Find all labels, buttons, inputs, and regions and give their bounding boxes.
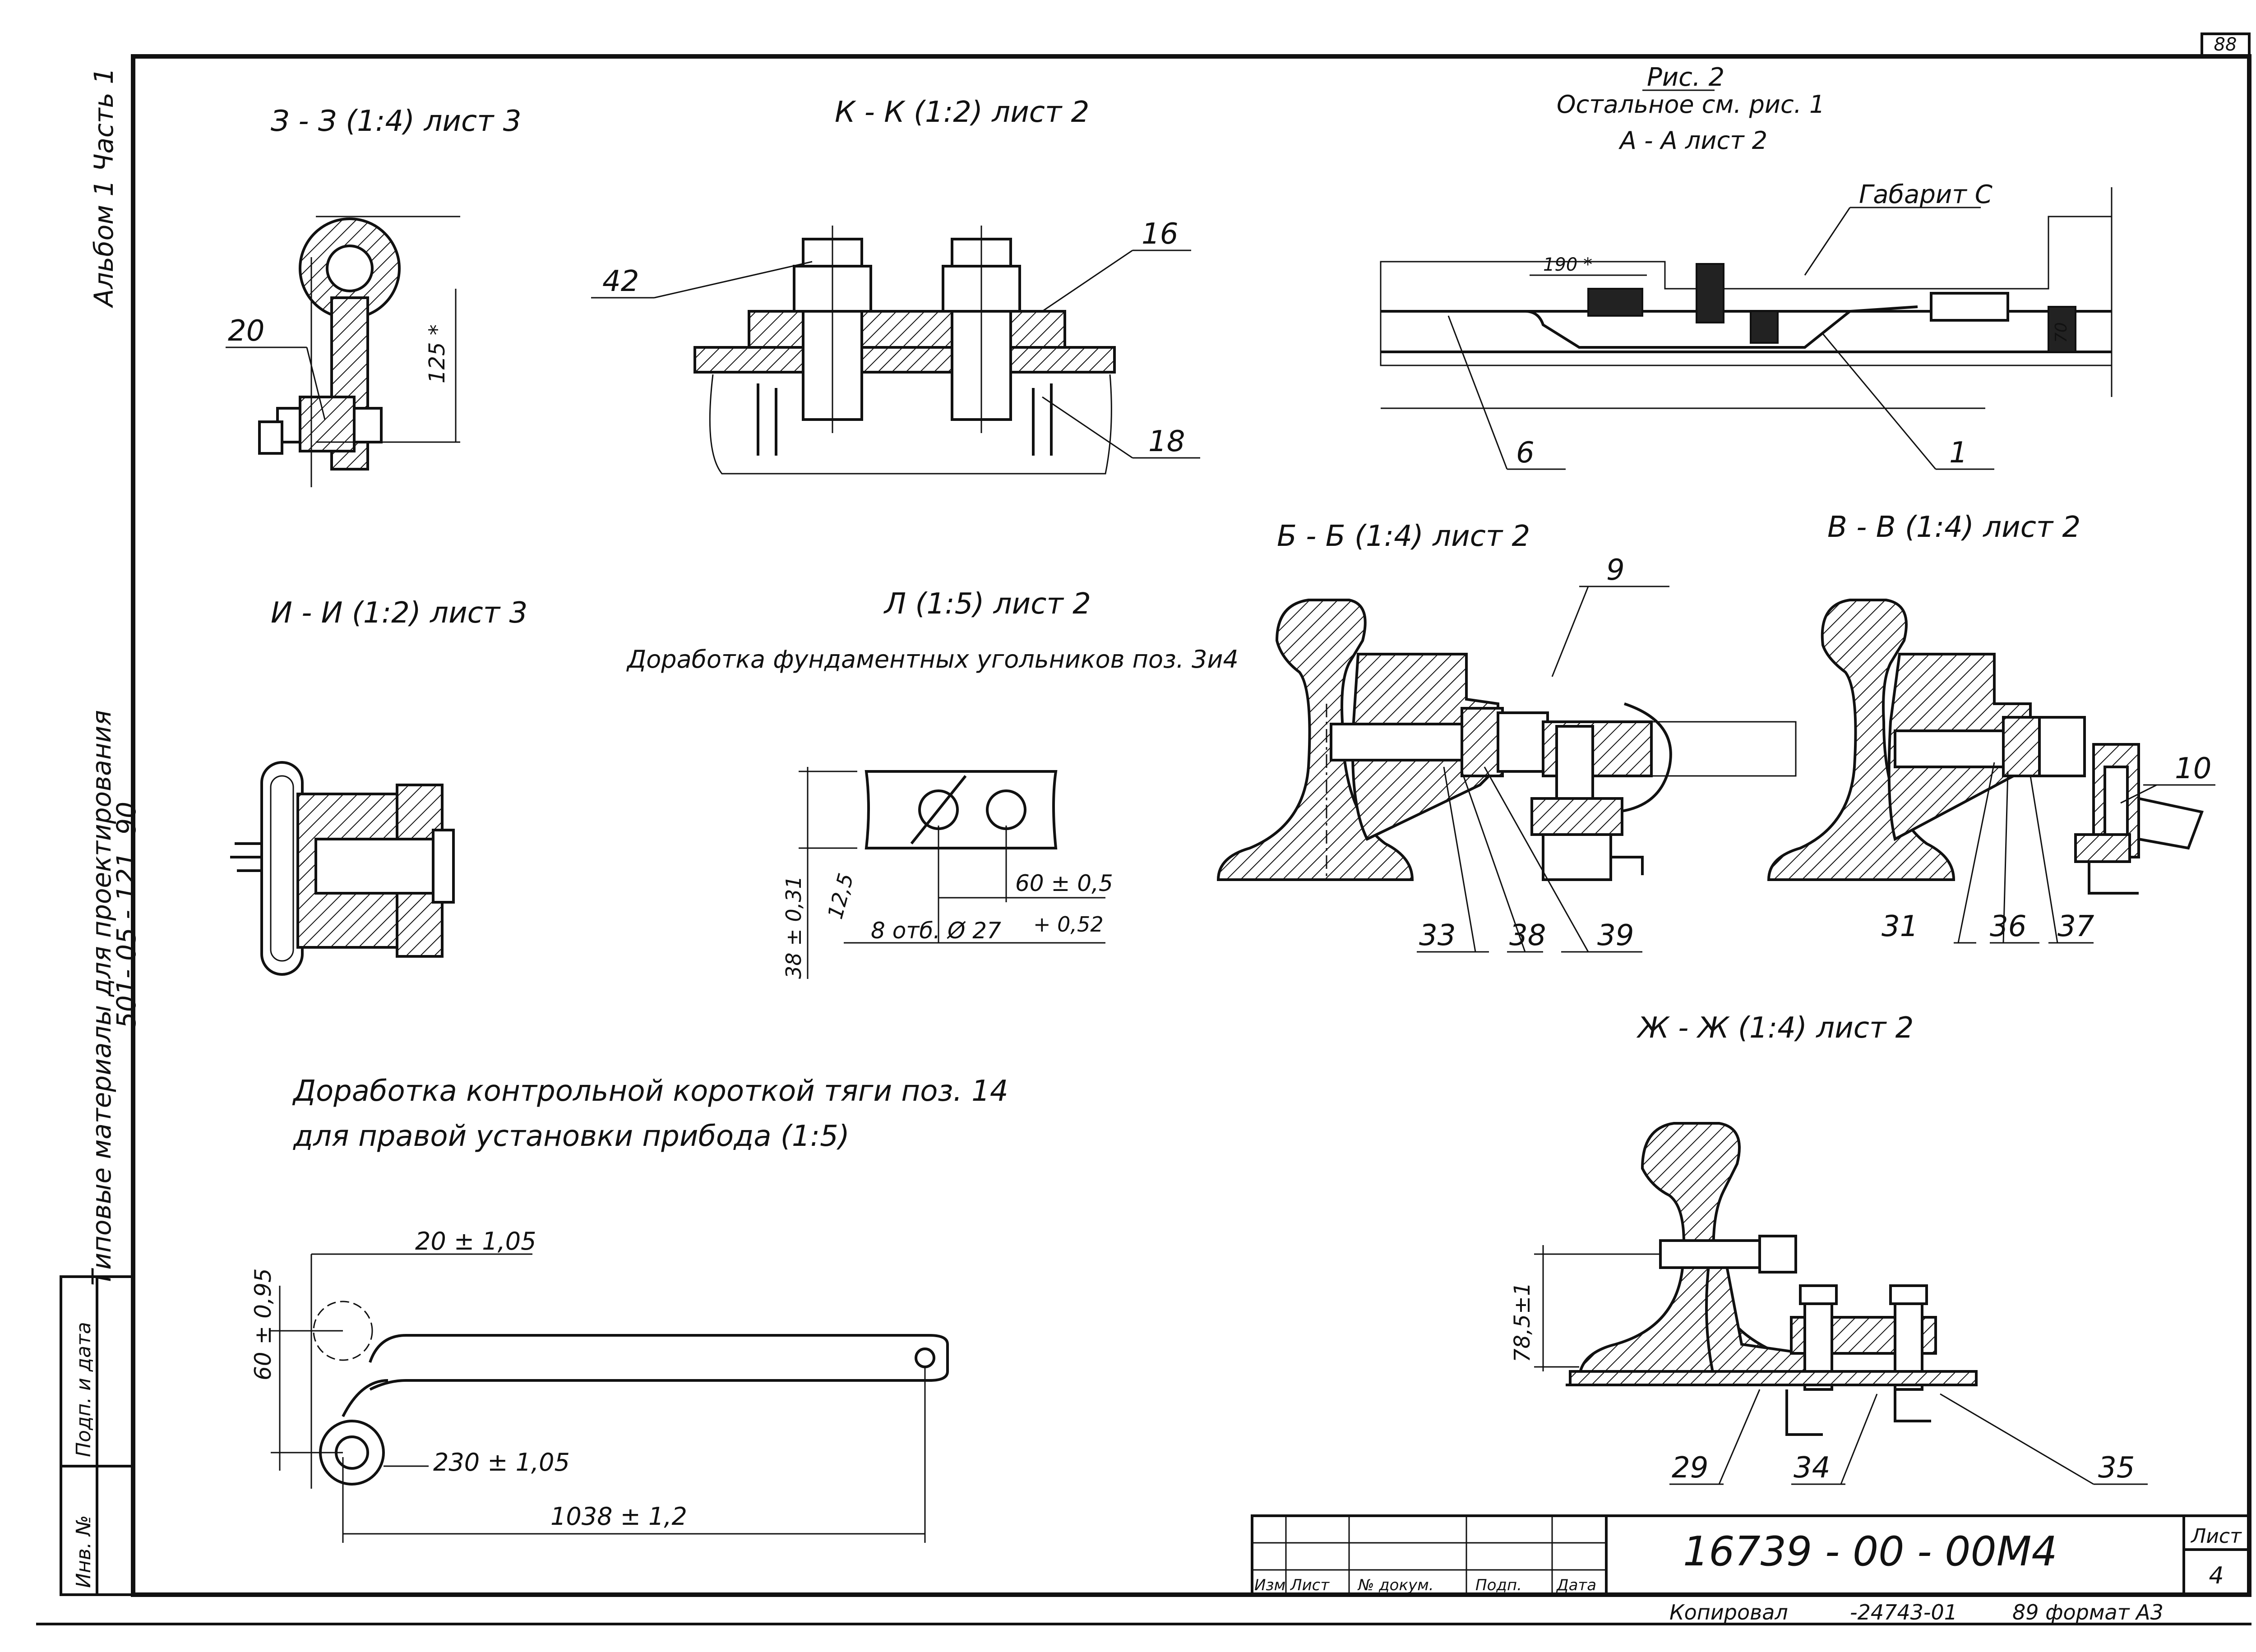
callout-42: 42 [602, 265, 639, 298]
callout-20: 20 [228, 314, 264, 348]
view-l-title: Л (1:5) лист 2 [883, 587, 1091, 621]
dim-tolerance: + 0,52 [1033, 912, 1104, 937]
callout-29: 29 [1672, 1451, 1708, 1485]
callout-1: 1 [1949, 436, 1968, 470]
sheet-corner-number: 88 [2214, 34, 2237, 55]
copied-label: Копировал [1669, 1600, 1788, 1624]
rod-caption-1: Доработка контрольной короткой тяги поз.… [292, 1075, 1008, 1108]
callout-39: 39 [1597, 919, 1634, 952]
dim-70: 70 [2052, 322, 2071, 343]
fig2-aa: А - А лист 2 [1618, 126, 1767, 155]
dim-12-5: 12,5 [823, 871, 858, 922]
album-label: Альбом 1 Часть 1 [88, 68, 119, 309]
dim-230-rod: 230 ± 1,05 [433, 1448, 570, 1477]
callout-38: 38 [1509, 919, 1546, 952]
callout-18: 18 [1148, 425, 1185, 458]
rod-rework: Доработка контрольной короткой тяги поз.… [250, 1075, 1008, 1543]
sheet-label: Лист [2190, 1525, 2242, 1548]
col-sign: Подп. [1475, 1576, 1522, 1594]
dim-60-rod: 60 ± 0,95 [250, 1268, 276, 1380]
col-list: Лист [1290, 1576, 1330, 1594]
col-doc: № докум. [1357, 1576, 1434, 1594]
view-i-i: И - И (1:2) лист 3 [230, 596, 527, 976]
callout-37: 37 [2057, 910, 2094, 943]
figure-2: Рис. 2 Остальное см. рис. 1 А - А лист 2… [1380, 63, 2113, 470]
series-label: Типовые материалы для проектирования [86, 710, 117, 1286]
copy-code: -24743-01 [1850, 1600, 1957, 1624]
view-k-k-title: К - К (1:2) лист 2 [835, 96, 1089, 129]
view-l: Л (1:5) лист 2 Доработка фундаментных уг… [626, 587, 1239, 979]
view-v-v-title: В - В (1:4) лист 2 [1827, 511, 2080, 544]
callout-35: 35 [2098, 1451, 2135, 1485]
stamp-inv-no: Инв. № [72, 1515, 95, 1588]
view-z-z: З - З (1:4) лист 3 125 * 20 [226, 105, 522, 487]
dim-190: 190 * [1543, 254, 1592, 275]
callout-34: 34 [1794, 1451, 1830, 1485]
view-b-b: Б - Б (1:4) лист 2 9 33 38 39 [1216, 520, 1797, 953]
dim-38: 38 ± 0,31 [781, 876, 806, 979]
view-k-k: К - К (1:2) лист 2 42 16 18 [591, 96, 1200, 475]
doc-number: 16739 - 00 - 00М4 [1683, 1528, 2057, 1575]
callout-9: 9 [1606, 554, 1625, 587]
view-zh-zh-title: Ж - Ж (1:4) лист 2 [1636, 1011, 1914, 1045]
stamp-sign-date: Подп. и дата [72, 1322, 95, 1457]
sheet-frame: 88 [36, 32, 2251, 1625]
rod-caption-2: для правой установки прибода (1:5) [293, 1120, 850, 1153]
view-z-z-title: З - З (1:4) лист 3 [271, 105, 522, 138]
dim-20-rod: 20 ± 1,05 [415, 1227, 536, 1255]
col-izm: Изм [1254, 1576, 1285, 1594]
callout-16: 16 [1142, 217, 1178, 251]
format-label: 89 формат А3 [2012, 1600, 2164, 1624]
gabarit-label: Габарит С [1859, 180, 1992, 209]
view-v-v: В - В (1:4) лист 2 10 31 36 37 [1767, 511, 2215, 944]
callout-33: 33 [1419, 919, 1456, 952]
callout-6: 6 [1516, 436, 1535, 470]
fig2-rest: Остальное см. рис. 1 [1557, 90, 1825, 119]
dim-78-5: 78,5±1 [1510, 1282, 1535, 1362]
col-date: Дата [1556, 1576, 1596, 1594]
callout-10: 10 [2175, 752, 2211, 785]
fig2-title: Рис. 2 [1647, 63, 1724, 92]
view-i-i-title: И - И (1:2) лист 3 [271, 596, 527, 630]
series-number: 501- 05 - 121. 90 [111, 802, 142, 1029]
callout-36: 36 [1990, 910, 2026, 943]
dim-holes: 8 отб. Ø 27 [871, 918, 1001, 944]
dim-1038-rod: 1038 ± 1,2 [550, 1502, 687, 1531]
dim-60-l: 60 ± 0,5 [1015, 870, 1113, 896]
view-zh-zh: Ж - Ж (1:4) лист 2 78,5±1 29 34 35 [1510, 1011, 2148, 1485]
dim-125: 125 * [425, 324, 450, 383]
view-b-b-title: Б - Б (1:4) лист 2 [1277, 520, 1530, 553]
view-l-caption: Доработка фундаментных угольников поз. 3… [626, 645, 1239, 674]
title-block: Изм Лист № докум. Подп. Дата 16739 - 00 … [1251, 1514, 2251, 1624]
side-labels: Альбом 1 Часть 1 Типовые материалы для п… [60, 68, 142, 1596]
sheet-number: 4 [2209, 1562, 2224, 1589]
callout-31: 31 [1882, 910, 1918, 943]
